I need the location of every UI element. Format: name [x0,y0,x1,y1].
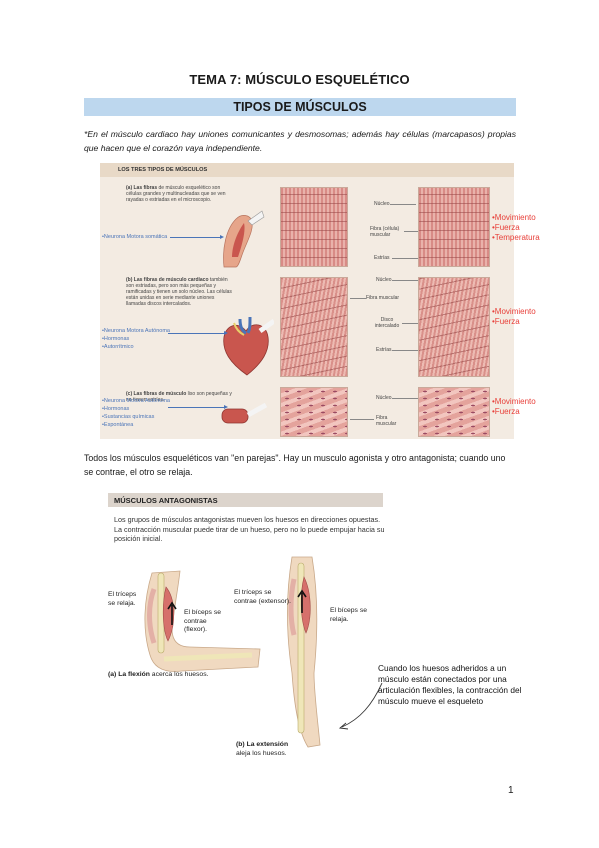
leader-line [402,323,418,324]
label-nucleus: Núcleo [374,201,390,207]
page-number: 1 [508,785,514,796]
label-fiber: Fibra muscular [366,295,400,301]
figure-header: LOS TRES TIPOS DE MÚSCULOS [100,163,514,177]
cardiac-panel: (b) Las fibras de músculo cardíaco tambi… [100,273,536,385]
cardiac-description: (b) Las fibras de músculo cardíaco tambi… [126,277,232,307]
label-fiber: Fibra muscular [376,415,397,427]
antagonist-figure: MÚSCULOS ANTAGONISTAS Los grupos de músc… [108,493,521,758]
muscle-types-figure: LOS TRES TIPOS DE MÚSCULOS (a) Las fibra… [100,163,540,439]
smooth-neuron: •Neurona Motora Autónoma •Hormonas •Sust… [102,398,170,428]
cardiac-neuron: •Neurona Motora Autónoma •Hormonas •Auto… [102,328,170,350]
arm-extension-illustration [287,556,321,748]
arm-flexion-illustration [144,570,261,672]
skeletal-properties: •Movimiento •Fuerza •Temperatura [492,213,540,242]
figure-intro: Los grupos de músculos antagonistas muev… [114,515,385,543]
label-fiber: Fibra (célula) muscular [370,226,400,238]
label-nucleus: Núcleo [376,395,392,401]
pointer-arrow-icon [338,682,383,730]
skeletal-description: (a) Las fibras de músculo esquelético so… [126,185,226,203]
figure-header: MÚSCULOS ANTAGONISTAS [108,493,383,507]
leader-line [392,280,418,281]
flexion-caption: (a) La flexión acerca los huesos. [108,671,209,678]
skeletal-panel: (a) Las fibras de músculo esquelético so… [100,181,540,269]
flexion-biceps-label: El bíceps se contrae (flexor). [184,609,222,633]
leader-line [350,419,374,420]
leader-line [392,398,418,399]
page-title: TEMA 7: MÚSCULO ESQUELÉTICO [189,72,410,87]
cardiac-note: *En el músculo cardiaco hay uniones comu… [84,129,516,153]
cardiac-tissue-image [280,277,348,377]
flexion-triceps-label: El tríceps se relaja. [108,591,137,607]
arm-muscle-illustration [223,210,265,268]
skeletal-tissue-image [280,187,348,267]
label-intercalated-disc: Disco intercalado [374,317,400,329]
arrow-icon [168,405,228,409]
smooth-description: (c) Las fibras de músculo liso son peque… [126,391,232,403]
cardiac-properties: •Movimiento •Fuerza [492,307,536,326]
extension-biceps-label: El bíceps se relaja. [330,607,368,623]
arrow-icon [170,235,224,239]
smooth-properties: •Movimiento •Fuerza [492,397,536,416]
label-nucleus: Núcleo [376,277,392,283]
bones-explanation: Cuando los huesos adheridos a un músculo… [378,663,522,706]
leader-line [390,204,416,205]
leader-line [404,231,418,232]
smooth-panel: (c) Las fibras de músculo liso son peque… [100,387,536,437]
extension-caption: (b) La extensión aleja los huesos. [236,741,289,757]
leader-line [350,298,366,299]
leader-line [392,350,418,351]
label-striations: Estrías [376,347,392,353]
antagonist-pairs-text: Todos los músculos esqueléticos van "en … [84,453,506,477]
heart-illustration [223,316,274,376]
extension-triceps-label: El tríceps se contrae (extensor). [234,589,292,605]
label-striations: Estrías [374,255,390,261]
skeletal-micrograph [418,187,490,267]
intestine-illustration [221,403,268,424]
smooth-micrograph [418,387,490,437]
cardiac-micrograph [418,277,490,377]
section-heading: TIPOS DE MÚSCULOS [84,98,516,116]
skeletal-neuron: •Neurona Motora somática [102,234,168,240]
smooth-tissue-image [280,387,348,437]
arrow-icon [168,331,228,335]
leader-line [392,258,418,259]
